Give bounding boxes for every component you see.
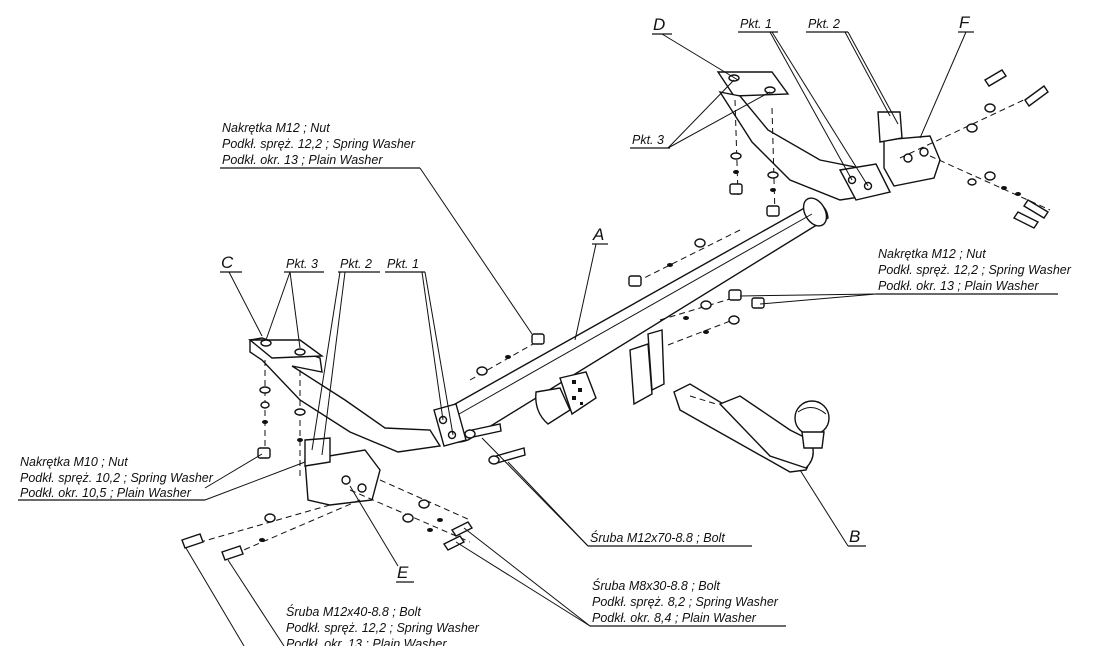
part-label-e: E — [397, 563, 409, 582]
left-side-arm — [248, 337, 467, 506]
point-label-pkt1-right: Pkt. 1 — [740, 17, 772, 31]
callout-line: Podkł. okr. 10,5 ; Plain Washer — [20, 486, 192, 500]
part-label-a: A — [592, 225, 604, 244]
callout-line: Nakrętka M12 ; Nut — [878, 247, 986, 261]
callout-line: Podkł. spręż. 8,2 ; Spring Washer — [592, 595, 779, 609]
callout-line: Podkł. spręż. 12,2 ; Spring Washer — [878, 263, 1072, 277]
point-label-pkt3-left: Pkt. 3 — [286, 257, 318, 271]
callout-line: Podkł. okr. 13 ; Plain Washer — [878, 279, 1039, 293]
callout-line: Nakrętka M10 ; Nut — [20, 455, 128, 469]
leader-lines — [185, 31, 967, 646]
crossbar-tube — [438, 197, 829, 443]
callout-line: Nakrętka M12 ; Nut — [222, 121, 330, 135]
part-label-d: D — [653, 15, 665, 34]
tow-ball-assembly — [673, 383, 830, 473]
callout-line: Podkł. okr. 13 ; Plain Washer — [286, 637, 447, 646]
label-underlines — [18, 31, 1058, 627]
callout-nut-m10: Nakrętka M10 ; Nut Podkł. spręż. 10,2 ; … — [20, 455, 214, 500]
point-label-pkt2-right: Pkt. 2 — [808, 17, 840, 31]
callout-bolt-m12x40: Śruba M12x40-8.8 ; Bolt Podkł. spręż. 12… — [286, 604, 480, 646]
part-label-b: B — [849, 527, 860, 546]
point-label-pkt1-left: Pkt. 1 — [387, 257, 419, 271]
callout-nut-m12-top: Nakrętka M12 ; Nut Podkł. spręż. 12,2 ; … — [222, 121, 416, 167]
part-label-c: C — [221, 253, 234, 272]
fasteners — [181, 69, 1049, 561]
callout-nut-m12-right: Nakrętka M12 ; Nut Podkł. spręż. 12,2 ; … — [878, 247, 1072, 293]
part-labels: A B C D E F — [221, 13, 971, 582]
callout-line: Podkł. okr. 8,4 ; Plain Washer — [592, 611, 757, 625]
callout-line: Śruba M12x40-8.8 ; Bolt — [286, 604, 421, 619]
callout-line: Podkł. spręż. 10,2 ; Spring Washer — [20, 471, 214, 485]
point-label-pkt2-left: Pkt. 2 — [340, 257, 372, 271]
callout-line: Podkł. spręż. 12,2 ; Spring Washer — [222, 137, 416, 151]
callout-line: Śruba M8x30-8.8 ; Bolt — [592, 578, 720, 593]
point-label-pkt3-right: Pkt. 3 — [632, 133, 664, 147]
part-label-f: F — [959, 13, 971, 32]
right-side-arm — [716, 71, 941, 201]
callout-line: Śruba M12x70-8.8 ; Bolt — [590, 530, 725, 545]
callout-line: Podkł. spręż. 12,2 ; Spring Washer — [286, 621, 480, 635]
callout-bolt-m8x30: Śruba M8x30-8.8 ; Bolt Podkł. spręż. 8,2… — [592, 578, 779, 625]
point-labels: Pkt. 3 Pkt. 2 Pkt. 1 Pkt. 1 Pkt. 2 Pkt. … — [286, 17, 840, 271]
callout-bolt-m12x70: Śruba M12x70-8.8 ; Bolt — [590, 530, 725, 545]
callout-line: Podkł. okr. 13 ; Plain Washer — [222, 153, 383, 167]
center-brackets — [535, 329, 665, 425]
